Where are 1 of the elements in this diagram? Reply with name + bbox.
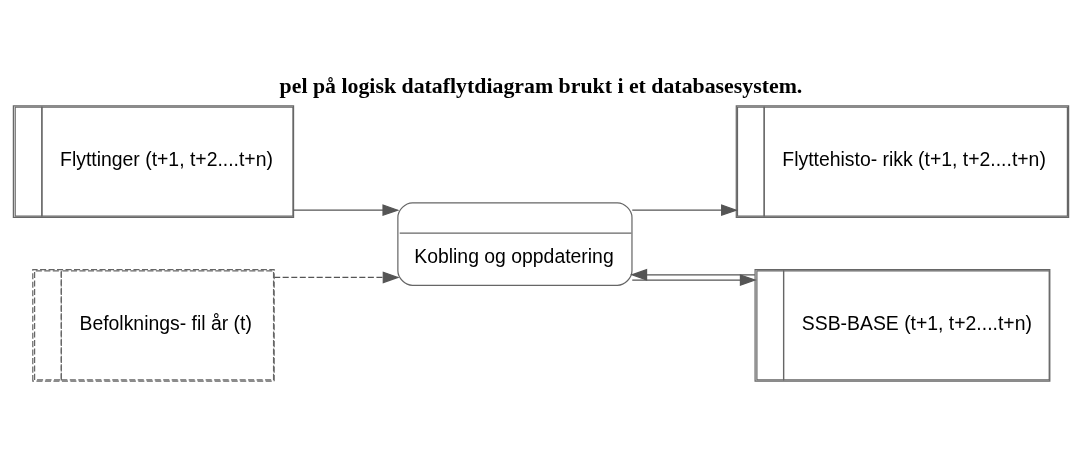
diagram-title: pel på logisk dataflytdiagram brukt i et databasesystem. xyxy=(279,73,803,98)
